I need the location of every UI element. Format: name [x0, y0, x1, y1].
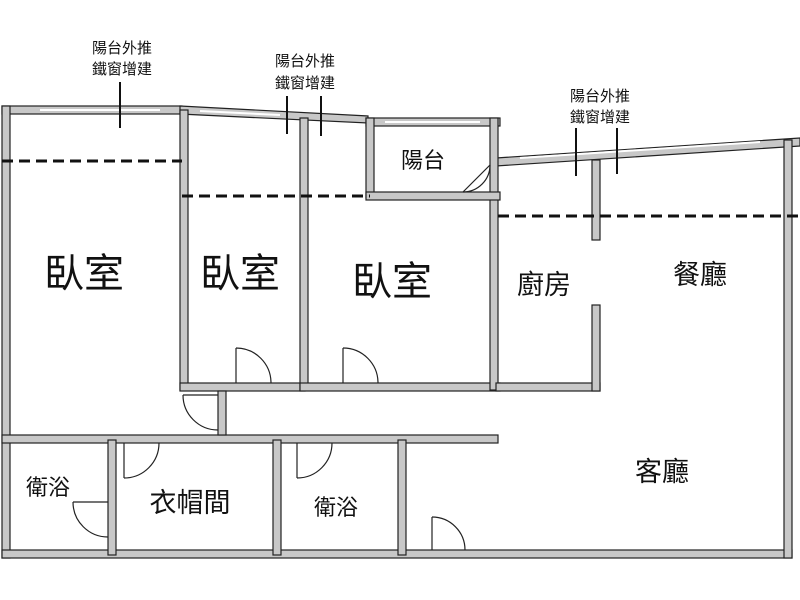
- wall-closet-right: [272, 439, 282, 556]
- wall-bedroom3-bottom: [299, 382, 501, 392]
- door-balcony: [462, 164, 491, 193]
- label-balcony: 陽台: [401, 149, 445, 174]
- window-right: [519, 141, 761, 159]
- windows: [40, 109, 761, 159]
- wall-kitchen-right-upper: [591, 159, 601, 241]
- wall-corridor-stub: [217, 390, 227, 436]
- label-bedroom-2: 臥室: [200, 251, 280, 297]
- annotations: 陽台外推 鐵窗增建 陽台外推 鐵窗增建 陽台外推 鐵窗增建: [92, 39, 630, 126]
- annotation-right-line2: 鐵窗增建: [570, 108, 630, 126]
- wall-balcony-bottom: [365, 191, 501, 201]
- walls: [1, 105, 800, 559]
- doors: [72, 164, 491, 551]
- door-bedroom3: [342, 347, 379, 384]
- label-dining-room: 餐廳: [673, 260, 727, 291]
- wall-lower-rooms-top: [1, 434, 499, 444]
- label-living-room: 客廳: [635, 457, 689, 488]
- door-closet: [123, 442, 160, 479]
- label-bedroom-3: 臥室: [352, 259, 432, 305]
- label-bathroom-2: 衛浴: [314, 496, 358, 521]
- wall-outer-bottom: [1, 549, 793, 559]
- door-bedroom2: [235, 347, 272, 384]
- window-bedroom2: [199, 110, 281, 116]
- annotation-pointers: [119, 82, 618, 176]
- balcony-extension-lines: [2, 159, 800, 218]
- wall-kitchen-bottom: [495, 382, 601, 392]
- wall-bath1-right: [107, 439, 117, 556]
- wall-bath2-right: [397, 439, 407, 556]
- annotation-middle-line2: 鐵窗增建: [275, 74, 335, 92]
- annotation-left-line1: 陽台外推: [92, 39, 152, 57]
- annotation-right-line1: 陽台外推: [570, 87, 630, 105]
- wall-bedroom3-right: [489, 117, 499, 391]
- wall-outer-right: [783, 139, 793, 559]
- annotation-left-line2: 鐵窗增建: [92, 60, 152, 78]
- wall-bedroom2-bottom: [179, 382, 306, 392]
- door-corridor: [182, 394, 219, 431]
- label-kitchen: 廚房: [517, 270, 571, 301]
- label-bathroom-1: 衛浴: [26, 476, 70, 501]
- annotation-middle-line1: 陽台外推: [275, 52, 335, 70]
- wall-balcony-left: [365, 117, 375, 199]
- label-walk-in-closet: 衣帽間: [150, 488, 231, 519]
- wall-bedroom2-right: [299, 117, 309, 391]
- label-bedroom-1: 臥室: [44, 251, 124, 297]
- room-labels: 臥室 臥室 臥室 陽台 廚房 餐廳 客廳 衛浴 衣帽間 衛浴: [26, 149, 727, 521]
- wall-outer-left: [1, 105, 11, 559]
- door-entrance: [431, 516, 466, 551]
- wall-bedroom2-left: [179, 109, 189, 391]
- wall-kitchen-right-lower: [591, 304, 601, 392]
- door-bathroom2: [296, 442, 333, 479]
- door-bathroom1: [72, 501, 109, 538]
